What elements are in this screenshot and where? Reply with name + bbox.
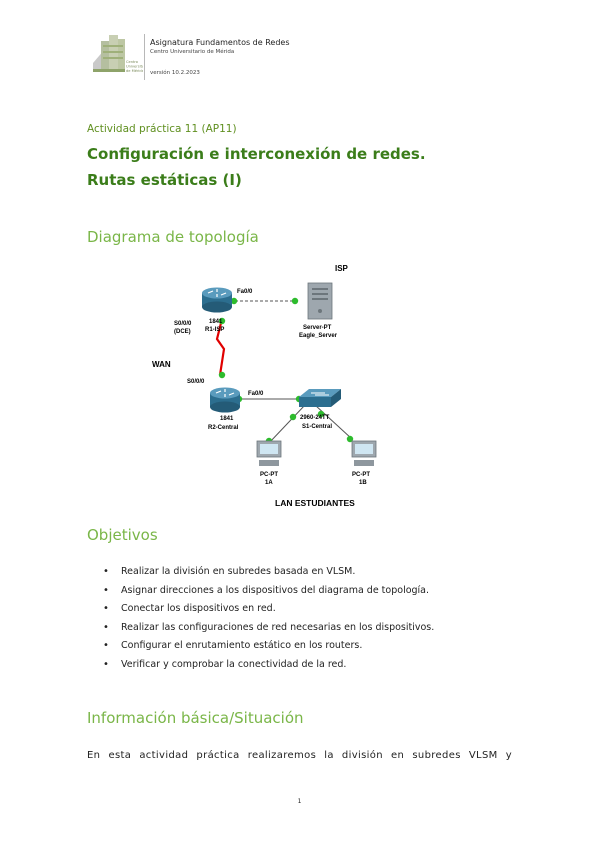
objectives-list: Realizar la división en subredes basada … (100, 563, 434, 675)
switch-icon (299, 389, 341, 407)
header-divider (144, 34, 145, 80)
pc-1a-model-label: PC-PT (260, 472, 278, 478)
pc-1b-name-label: 1B (359, 480, 367, 486)
port-dot (291, 297, 299, 305)
background-heading: Información básica/Situación (87, 709, 304, 727)
objectives-heading: Objetivos (87, 526, 158, 544)
objective-item: Configurar el enrutamiento estático en l… (100, 637, 434, 656)
r2-name-label: R2-Central (208, 425, 239, 431)
r1-s000-label: S0/0/0 (174, 321, 192, 327)
port-dot (230, 297, 238, 305)
objective-item: Asignar direcciones a los dispositivos d… (100, 582, 434, 601)
router-r1-icon (202, 287, 232, 313)
r1-dce-label: (DCE) (174, 329, 191, 335)
switch-model-label: 2960-24TT (300, 415, 330, 421)
topology-heading: Diagrama de topología (87, 228, 259, 246)
server-name-label: Eagle_Server (299, 333, 338, 339)
pc-1b-icon (351, 440, 377, 466)
pc-1b-model-label: PC-PT (352, 472, 370, 478)
svg-text:Centro: Centro (126, 60, 138, 64)
document-title-line-2: Rutas estáticas (I) (87, 171, 242, 189)
port-dot (289, 413, 297, 421)
port-dot (317, 410, 325, 418)
svg-text:Universitario: Universitario (126, 65, 143, 69)
link-switch-pc1a (268, 404, 306, 444)
document-title-line-1: Configuración e interconexión de redes. (87, 145, 426, 163)
server-icon (307, 282, 333, 320)
r2-model-label: 1841 (220, 416, 234, 422)
version-label: versión 10.2.2023 (150, 70, 200, 76)
lan-label: LAN ESTUDIANTES (275, 498, 355, 508)
pc-1a-name-label: 1A (265, 480, 273, 486)
link-switch-pc1b (314, 404, 353, 440)
router-r2-icon (210, 387, 240, 413)
server-model-label: Server-PT (303, 325, 332, 331)
objective-item: Realizar las configuraciones de red nece… (100, 619, 434, 638)
r1-name-label: R1-ISP (205, 327, 224, 333)
isp-label: ISP (335, 264, 349, 273)
port-dot (218, 317, 226, 325)
page-number: 1 (297, 798, 302, 805)
background-paragraph: En esta actividad práctica realizaremos … (87, 750, 512, 761)
centre-name: Centro Universitario de Mérida (150, 49, 235, 55)
r1-model-label: 1841 (209, 319, 223, 325)
r2-s000-label: S0/0/0 (187, 379, 205, 385)
port-dot (218, 371, 226, 379)
objective-item: Verificar y comprobar la conectividad de… (100, 656, 434, 675)
pc-1a-icon (256, 440, 282, 466)
r2-fa00-label: Fa0/0 (248, 391, 264, 397)
r1-fa00-label: Fa0/0 (237, 289, 253, 295)
objective-item: Realizar la división en subredes basada … (100, 563, 434, 582)
activity-label: Actividad práctica 11 (AP11) (87, 123, 237, 135)
switch-name-label: S1-Central (302, 424, 332, 430)
wan-label: WAN (152, 360, 171, 369)
university-logo: Centro Universitario de Mérida (93, 35, 143, 73)
svg-text:de Mérida: de Mérida (126, 69, 143, 73)
objective-item: Conectar los dispositivos en red. (100, 600, 434, 619)
topology-diagram: ISP Fa0/0 1841 R1-ISP S0/0/0 (DCE) Serve… (152, 264, 377, 508)
document-header: Asignatura Fundamentos de Redes Centro U… (150, 37, 290, 76)
subject-name: Asignatura Fundamentos de Redes (150, 38, 290, 47)
wan-link (215, 318, 226, 376)
